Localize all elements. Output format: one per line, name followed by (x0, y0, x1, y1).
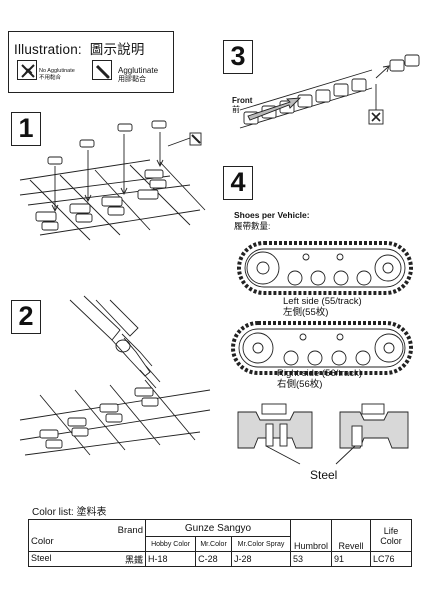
step3-attach-arrow (375, 66, 389, 79)
glue-icon (92, 60, 112, 80)
mr-color-header: Mr.Color (195, 536, 232, 552)
front-direction-arrow (247, 97, 302, 121)
steel-leader-1 (265, 445, 301, 465)
step-1-badge: 1 (11, 112, 41, 146)
illustration-legend (8, 31, 174, 93)
step-2-badge: 2 (11, 300, 41, 334)
steel-label: Steel (310, 468, 338, 482)
side-cutter-tool (69, 295, 161, 389)
table-row: Steel 黑鐵 H-18 C-28 J-28 53 91 LC76 (28, 551, 412, 567)
step3-track-run (239, 54, 420, 129)
mr-color-value: C-28 (195, 551, 232, 567)
hobby-color-header: Hobby Color (144, 536, 197, 552)
no-agglutinate-label: No Agglutinate 不用黏合 (39, 68, 75, 81)
track-link-detail-left (237, 403, 313, 449)
steel-leader-2 (335, 445, 356, 465)
hobby-color-value: H-18 (144, 551, 197, 567)
humbrol-value: 53 (290, 551, 332, 567)
life-color-header: Life Color (370, 519, 412, 552)
revell-header: Revell (331, 519, 371, 552)
agglutinate-label: Agglutinate 用膠黏合 (118, 66, 159, 83)
mr-color-spray-header: Mr.Color Spray (231, 536, 291, 552)
step1-arrows (51, 132, 191, 213)
left-track-loop (237, 241, 413, 295)
brand-color-header: Brand Color (28, 519, 146, 552)
step-3-badge: 3 (223, 40, 253, 74)
mr-color-spray-value: J-28 (231, 551, 291, 567)
gunze-header: Gunze Sangyo (145, 519, 291, 537)
revell-value: 91 (331, 551, 371, 567)
shoes-per-vehicle-title: Shoes per Vehicle: 履帶數量: (234, 210, 310, 231)
step1-track-parts (35, 120, 167, 231)
no-glue-icon (17, 60, 37, 80)
humbrol-header: Humbrol (290, 519, 332, 552)
right-track-loop (231, 321, 413, 375)
step2-track-parts (39, 387, 159, 449)
illustration-title: Illustration: 圖示說明 (14, 42, 145, 57)
front-label: Front 前 (232, 96, 253, 114)
color-table: Brand Color Gunze Sangyo Humbrol Revell … (28, 519, 412, 567)
step-4-badge: 4 (223, 166, 253, 200)
life-color-value: LC76 (370, 551, 412, 567)
right-side-label: Right side (56/track) 右側(56枚) (277, 368, 363, 390)
track-link-detail-right (339, 403, 409, 449)
color-name-cell: Steel 黑鐵 (28, 551, 146, 567)
left-side-label: Left side (55/track) 左側(55枚) (283, 296, 362, 318)
color-list-title: Color list: 塗料表 (32, 507, 107, 518)
